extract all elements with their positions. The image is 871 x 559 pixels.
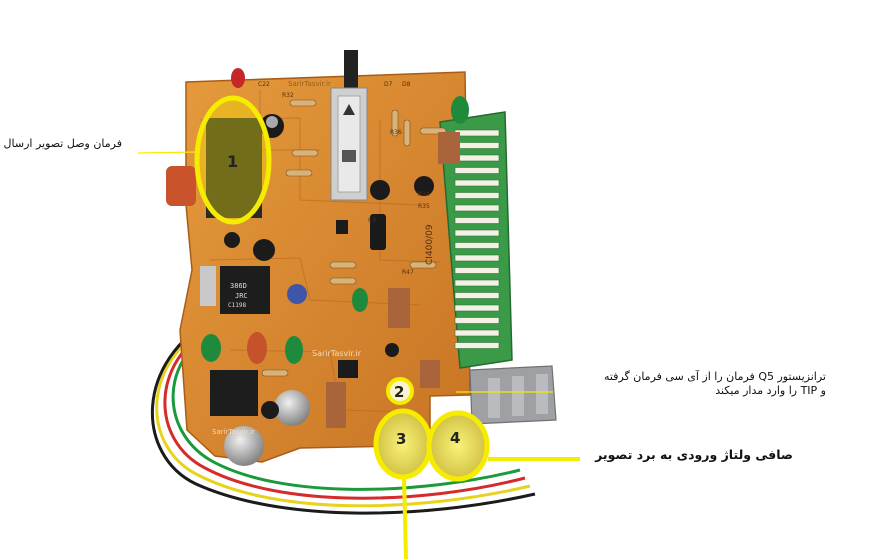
annotation-number-2: 2 xyxy=(394,383,404,401)
component-label: C3 xyxy=(368,217,376,224)
leader-line-3 xyxy=(402,476,408,559)
connector-finger xyxy=(454,329,500,337)
connector-finger xyxy=(454,267,500,274)
connector-finger xyxy=(454,342,500,349)
watermark-top: SarirTasvir.ir xyxy=(288,80,331,88)
annotation-label-q5: ترانزیستور Q5 فرمان را از آی سی فرمان گر… xyxy=(560,370,826,398)
connector-finger xyxy=(454,292,500,299)
annotation-label-4: صافی ولتاژ ورودی به برد تصویر xyxy=(595,447,793,462)
annotation-label-1: فرمان وصل تصویر ارسال xyxy=(3,137,122,150)
annotation-circle-2 xyxy=(386,377,414,405)
connector-finger xyxy=(454,204,500,212)
connector-finger xyxy=(454,217,500,224)
connector-board xyxy=(439,111,513,369)
ic-marking-3: C1198 xyxy=(228,302,246,309)
component-label: D8 xyxy=(402,81,411,88)
annotation-ellipse-4 xyxy=(426,410,490,482)
connector-finger xyxy=(454,167,500,174)
connector-finger xyxy=(454,142,500,149)
annotation-label-q5-line-2: و TIP را وارد مدار میکند xyxy=(715,384,826,397)
component-label: R32 xyxy=(282,92,294,99)
board-code: CI400/09 xyxy=(425,224,435,265)
component-label: R47 xyxy=(402,269,414,276)
slide-switch xyxy=(330,50,368,201)
annotation-number-3: 3 xyxy=(396,430,406,448)
component-label: R36 xyxy=(390,129,402,136)
leader-line-1 xyxy=(137,151,197,154)
annotation-ellipse-1 xyxy=(194,95,272,225)
grey-connector xyxy=(469,365,557,425)
connector-finger xyxy=(454,317,500,324)
ic-marking-2: JRC xyxy=(235,292,248,300)
connector-finger xyxy=(454,279,500,287)
components xyxy=(166,68,469,466)
annotation-number-4: 4 xyxy=(450,429,460,447)
connector-finger xyxy=(454,254,500,262)
board-silkscreen: SarirTasvir.ir SarirTasvir.ir SarirTasvi… xyxy=(212,80,435,436)
ic-marking-1: 386D xyxy=(230,282,247,290)
connector-finger xyxy=(454,229,500,237)
annotation-overlays: 1 2 3 4 xyxy=(137,95,580,559)
component-label: D7 xyxy=(384,81,393,88)
connector-finger xyxy=(454,192,500,199)
annotation-label-q5-line-1: ترانزیستور Q5 فرمان را از آی سی فرمان گر… xyxy=(603,370,826,383)
wire-harness xyxy=(151,316,536,515)
connector-finger xyxy=(454,129,500,137)
watermark-bottom: SarirTasvir.ir xyxy=(212,428,255,436)
component-label: C22 xyxy=(258,81,270,88)
connector-finger xyxy=(454,242,500,249)
component-label: R35 xyxy=(418,203,430,210)
watermark-mid: SarirTasvir.ir xyxy=(312,349,362,358)
annotation-number-1: 1 xyxy=(227,152,238,171)
ic-chips: 386D JRC C1198 xyxy=(206,118,270,416)
component-label: R34 xyxy=(418,191,430,198)
connector-finger xyxy=(454,154,500,162)
connector-finger xyxy=(454,179,500,187)
connector-finger xyxy=(454,304,500,312)
